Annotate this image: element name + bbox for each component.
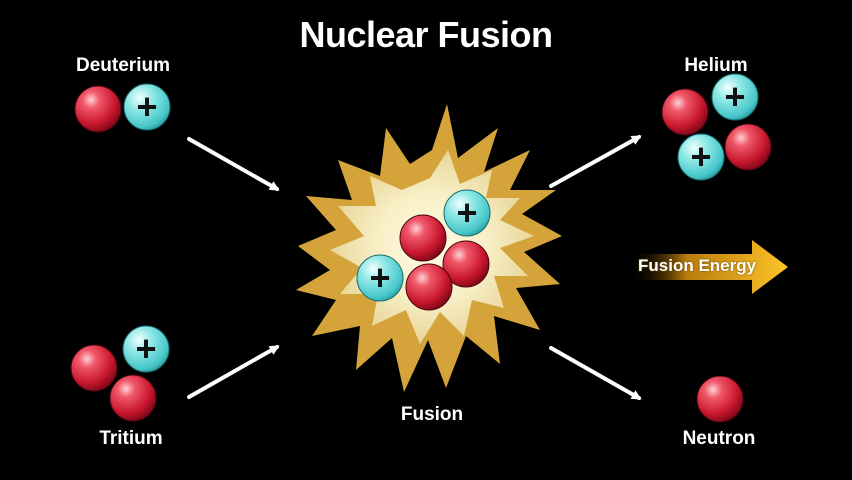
helium-label: Helium	[684, 55, 748, 76]
fusion-core-neutron	[405, 263, 453, 311]
free-neutron-neutron	[696, 375, 744, 423]
proton-plus-symbol: +	[369, 257, 390, 298]
proton-plus-symbol: +	[136, 86, 157, 127]
tritium-neutron	[70, 344, 118, 392]
page-title: Nuclear Fusion	[299, 14, 553, 55]
tritium-label: Tritium	[99, 428, 163, 449]
particles: + + + + + +	[70, 73, 772, 423]
proton-plus-symbol: +	[724, 76, 745, 117]
arrow-deuterium-in	[187, 137, 280, 191]
reaction-arrows	[187, 135, 642, 400]
proton-plus-symbol: +	[456, 192, 477, 233]
deuterium-neutron	[74, 85, 122, 133]
fusion-core-neutron	[442, 240, 490, 288]
tritium-proton: +	[122, 325, 170, 373]
fusion-core-neutron	[399, 214, 447, 262]
deuterium-label: Deuterium	[76, 55, 170, 76]
arrow-neutron-out	[549, 346, 642, 400]
fusion-label: Fusion	[400, 404, 464, 425]
neutron-label: Neutron	[682, 428, 756, 449]
helium-neutron	[661, 88, 709, 136]
helium-proton: +	[677, 133, 725, 181]
fusion-energy-arrow	[632, 240, 788, 294]
proton-plus-symbol: +	[135, 328, 156, 369]
fusion-core-proton: +	[443, 189, 491, 237]
deuterium-proton: +	[123, 83, 171, 131]
arrow-tritium-in	[187, 345, 280, 399]
tritium-neutron	[109, 374, 157, 422]
fusion-core-proton: +	[356, 254, 404, 302]
helium-neutron	[724, 123, 772, 171]
helium-proton: +	[711, 73, 759, 121]
proton-plus-symbol: +	[690, 136, 711, 177]
fusion-energy-label: Fusion Energy	[638, 256, 757, 275]
arrow-helium-out	[549, 135, 642, 188]
